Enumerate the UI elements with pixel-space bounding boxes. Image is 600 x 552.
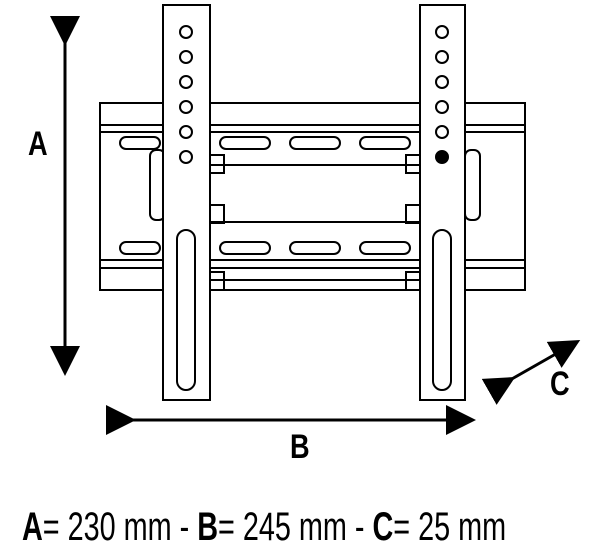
right-arm xyxy=(405,4,466,401)
caption-separator: - xyxy=(171,505,198,549)
caption-separator: - xyxy=(346,505,373,549)
caption-c-key: C xyxy=(372,505,394,549)
dimension-a-label: A xyxy=(28,125,48,163)
caption-c-value: = 25 mm xyxy=(393,505,507,549)
caption-b-key: B xyxy=(197,505,219,549)
caption-a-value: = 230 mm xyxy=(42,505,172,549)
dimensions-caption: A= 230 mm - B= 245 mm - C= 25 mm xyxy=(22,505,506,550)
left-arm xyxy=(162,4,225,401)
caption-b-value: = 245 mm xyxy=(218,505,347,549)
dimension-c-arrow xyxy=(481,340,581,405)
dimension-c-label: C xyxy=(550,365,570,403)
dimension-b-label: B xyxy=(290,428,310,466)
caption-a-key: A xyxy=(22,505,43,549)
